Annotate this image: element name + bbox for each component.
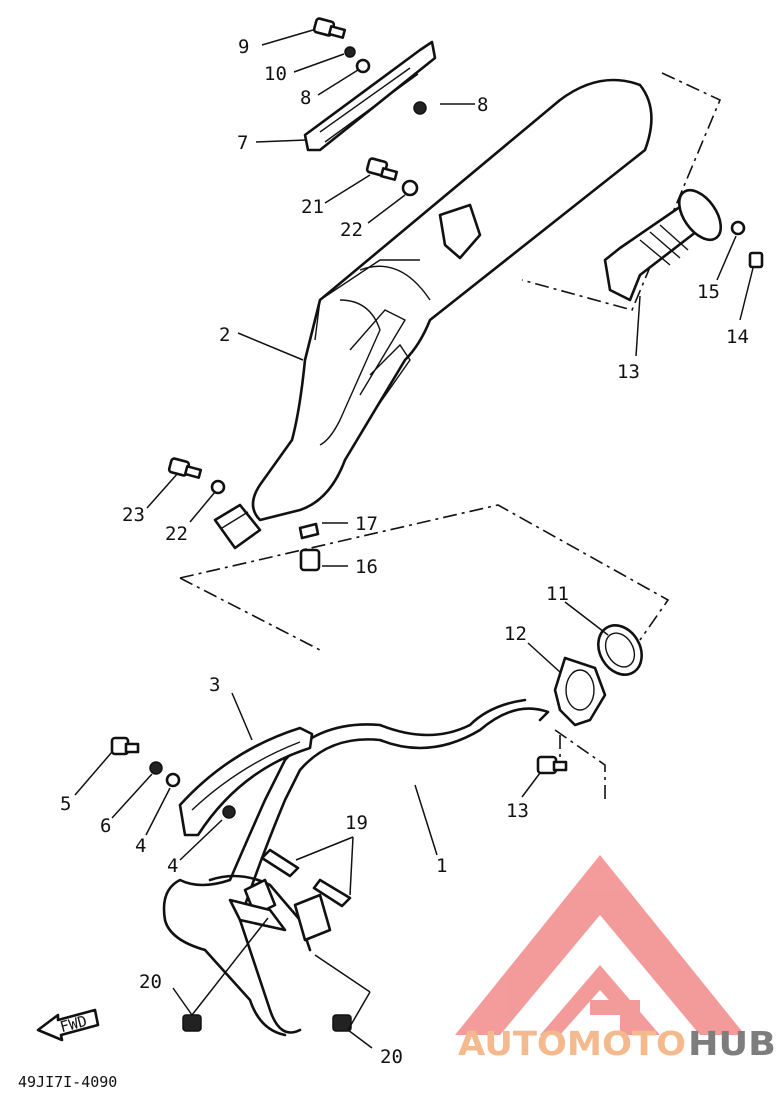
watermark-logo (455, 855, 745, 1035)
tailpipe-insert (603, 188, 723, 302)
callout-4b: 4 (167, 855, 178, 877)
forward-arrow: FWD (36, 1008, 100, 1042)
callout-12: 12 (504, 623, 527, 645)
callout-labels: 9 10 8 8 7 21 22 2 23 22 17 16 13 15 14 … (60, 36, 749, 1068)
callout-16: 15 (697, 281, 720, 303)
callout-5: 5 (60, 793, 71, 815)
callout-9: 9 (238, 36, 249, 58)
callout-15: 14 (726, 326, 749, 348)
callout-14: 13 (617, 361, 640, 383)
heat-protector-upper (303, 40, 437, 152)
callout-10: 10 (264, 63, 287, 85)
callout-18: 17 (355, 513, 378, 535)
muffler (213, 78, 653, 550)
callout-4a: 4 (135, 835, 146, 857)
heat-protector-lower (178, 726, 314, 837)
connector-guide (554, 729, 606, 800)
callout-2: 2 (219, 324, 230, 346)
watermark-text-right: HUB (688, 1024, 776, 1063)
callout-20b: 20 (380, 1046, 403, 1068)
callout-1: 1 (436, 855, 447, 877)
callout-20a: 20 (139, 971, 162, 993)
callout-22b: 22 (165, 523, 188, 545)
callout-8b: 8 (477, 94, 488, 116)
lower-assembly-box (179, 504, 670, 651)
callout-13: 13 (506, 800, 529, 822)
callout-7: 7 (237, 132, 248, 154)
gasket (597, 624, 643, 676)
watermark-text-left: AUTOMOTO (458, 1024, 686, 1063)
watermark-text: AUTOMOTO HUB (458, 1024, 776, 1063)
callout-6: 6 (100, 815, 111, 837)
exhaust-pipe (162, 698, 550, 1037)
callout-8a: 8 (300, 87, 311, 109)
callout-11: 11 (546, 583, 569, 605)
callout-22a: 22 (340, 219, 363, 241)
callout-23: 23 (122, 504, 145, 526)
leader-lines (74, 29, 754, 1049)
drawing-code: 49JI7I-4090 (18, 1073, 117, 1091)
callout-19: 19 (345, 812, 368, 834)
fwd-label: FWD (58, 1012, 89, 1036)
callout-21: 21 (301, 196, 324, 218)
joint (553, 656, 607, 727)
fasteners (110, 17, 764, 1032)
callout-17: 16 (355, 556, 378, 578)
upper-assembly-box (521, 72, 722, 311)
callout-3: 3 (209, 674, 220, 696)
